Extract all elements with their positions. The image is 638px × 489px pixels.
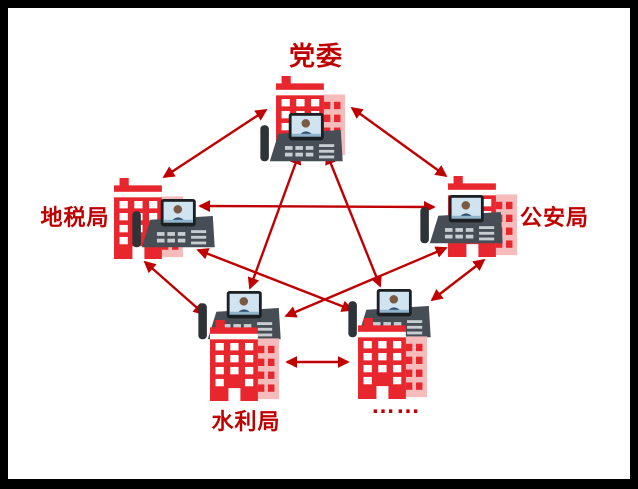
node-label: 地税局	[40, 205, 110, 230]
node-label: 水利局	[211, 409, 281, 434]
arrow-tax-water	[143, 260, 206, 316]
node-local-tax-bureau: 地税局	[40, 178, 220, 268]
video-phone-icon	[132, 198, 216, 251]
arrow-party-police	[350, 106, 448, 178]
node-label: 党委	[288, 41, 343, 71]
arrow-party-tax	[162, 108, 268, 179]
arrow-party-water	[247, 152, 302, 290]
video-phone-icon	[420, 194, 504, 247]
node-others: ……	[346, 288, 456, 438]
node-label: 公安局	[520, 205, 590, 230]
building-icon	[210, 320, 280, 401]
video-phone-icon	[260, 112, 344, 165]
arrow-party-others	[325, 152, 382, 288]
node-public-security-bureau: 公安局	[418, 176, 603, 266]
arrow-tax-police	[198, 200, 436, 213]
node-water-resources-bureau: 水利局	[196, 290, 306, 440]
node-party-committee: 党委	[256, 36, 376, 166]
arrow-water-police	[284, 246, 448, 318]
node-label: ……	[371, 392, 421, 419]
building-icon	[358, 318, 428, 399]
